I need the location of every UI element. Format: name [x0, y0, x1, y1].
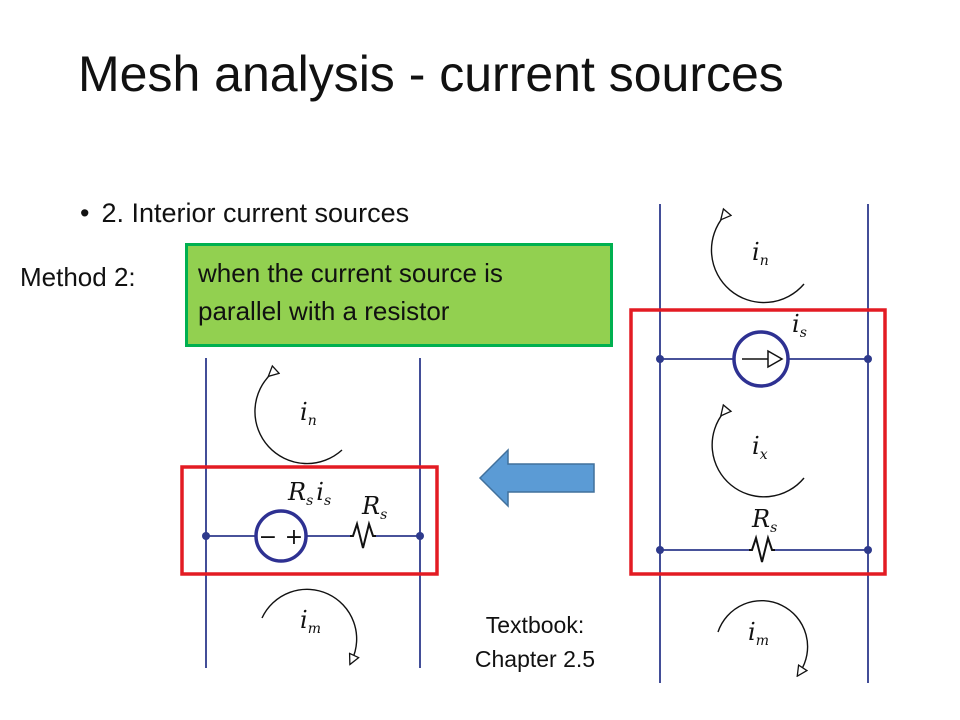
- node-dot: [864, 546, 872, 554]
- node-dot: [864, 355, 872, 363]
- resistor-icon: [749, 534, 775, 563]
- resistor-label: Rs: [361, 492, 387, 523]
- slide-title: Mesh analysis - current sources: [78, 46, 784, 102]
- mesh-current-arrow-icon: [710, 216, 805, 304]
- reference-line-1: Textbook:: [485, 612, 585, 638]
- highlight-box: [629, 308, 887, 576]
- source-plus-sign: +: [285, 525, 303, 550]
- callout-line-1: when the current source is: [198, 258, 503, 288]
- node-dot: [202, 532, 210, 540]
- mesh-current-label: ix: [752, 432, 768, 463]
- node-dot: [656, 355, 664, 363]
- mesh-current-arrow-icon: [717, 600, 809, 672]
- node-dot: [416, 532, 424, 540]
- mesh-current-label: im: [748, 618, 769, 649]
- mesh-current-label: in: [300, 398, 317, 429]
- method-label: Method 2:: [20, 262, 136, 292]
- highlight-box: [180, 465, 439, 576]
- source-value-label: is: [792, 310, 807, 341]
- resistor-icon: [350, 520, 376, 549]
- right-circuit: is Rs in ix im: [629, 204, 887, 683]
- left-arrow-icon: [478, 448, 595, 508]
- reference-line-2: Chapter 2.5: [474, 646, 596, 672]
- callout-line-2: parallel with a resistor: [198, 296, 450, 326]
- bullet-item: • 2. Interior current sources: [80, 198, 409, 229]
- node-dot: [656, 546, 664, 554]
- textbook-reference: Textbook: Chapter 2.5: [455, 608, 615, 676]
- callout-box: when the current source is parallel with…: [185, 243, 613, 347]
- mesh-current-arrow-icon: [711, 412, 805, 498]
- source-minus-sign: −: [259, 525, 277, 550]
- bullet-dot: •: [80, 198, 90, 228]
- mesh-current-label: im: [300, 606, 321, 637]
- resistor-label: Rs: [751, 505, 777, 536]
- current-source-icon: [732, 330, 790, 388]
- voltage-source-icon: − +: [254, 509, 308, 563]
- bullet-text: 2. Interior current sources: [101, 198, 410, 228]
- mesh-current-label: in: [752, 238, 769, 269]
- mesh-current-arrow-icon: [261, 588, 357, 660]
- mesh-current-arrow-icon: [254, 373, 343, 465]
